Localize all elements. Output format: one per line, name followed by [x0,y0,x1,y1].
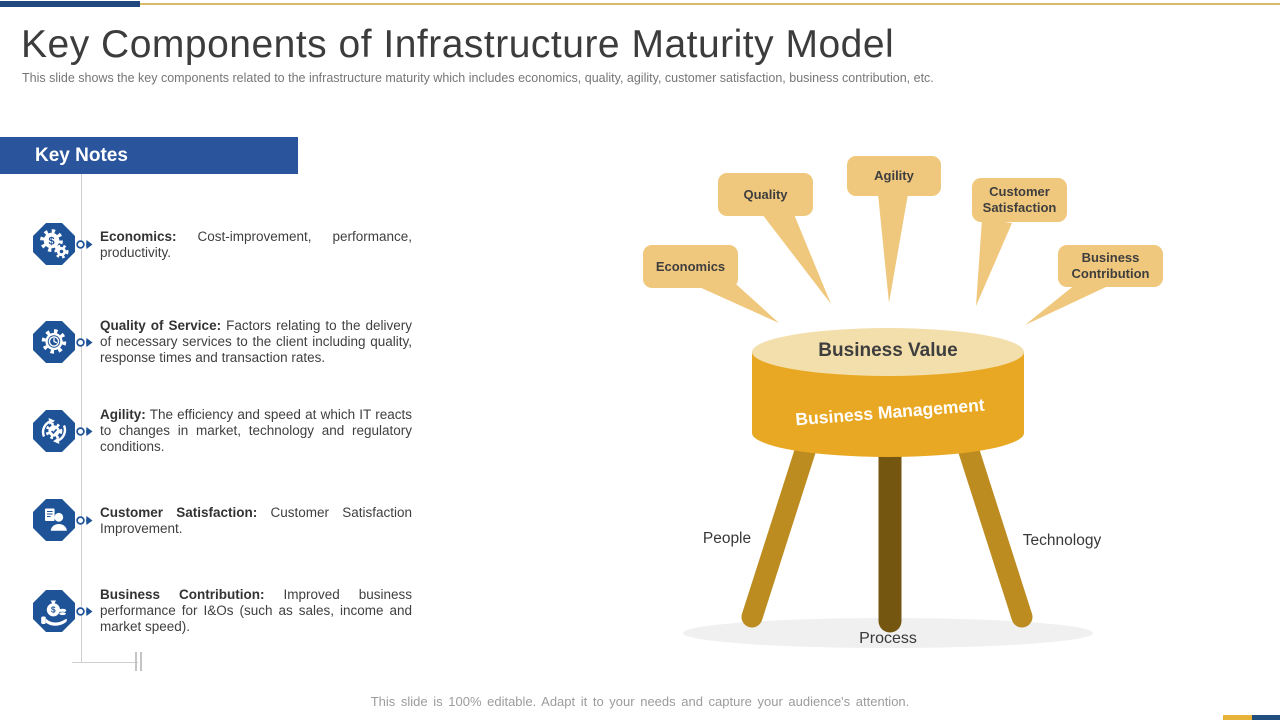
callout-economics: Economics [643,245,738,288]
connector-end-tick [140,652,142,671]
bullet-marker-icon [76,240,93,249]
callout-customer-satisfaction: Customer Satisfaction [972,178,1067,222]
callout-label: Customer Satisfaction [982,184,1057,215]
stool-leg-people [741,431,819,628]
key-note-text: Cost-improvement, performance, productiv… [100,229,412,260]
callout-tail-agility [878,194,908,303]
callout-label: Quality [743,186,788,202]
connector-horizontal-line [72,662,138,663]
callout-label: Agility [874,168,914,183]
top-navy-bar [0,1,140,7]
stool-cylinder-side [752,352,1024,457]
platform-top-label: Business Value [818,340,958,361]
svg-text:$: $ [48,236,54,248]
stool-cylinder-top [752,328,1024,376]
stool-diagram [683,194,1106,648]
key-note-label: Agility: [100,407,146,422]
connector-end-tick [135,652,137,671]
callout-label: Business Contribution [1071,250,1150,281]
key-note-item: Customer Satisfaction: Customer Satisfac… [100,505,412,537]
callout-business-contribution: Business Contribution [1058,245,1163,287]
gears-dollar-icon: $ [33,223,75,265]
key-note-label: Economics: [100,229,177,244]
leg-label-technology: Technology [1022,532,1102,549]
callout-agility: Agility [847,156,941,196]
bottom-gold-bar [1223,715,1252,720]
key-note-label: Customer Satisfaction: [100,505,258,520]
connector-vertical-line [81,174,82,663]
stool-shadow [683,618,1093,648]
key-note-item: Quality of Service: Factors relating to … [100,318,412,366]
key-note-text: Improved business performance for I&Os (… [100,587,412,634]
callout-tail-business-contribution [1025,284,1106,325]
page-title: Key Components of Infrastructure Maturit… [21,23,895,66]
top-gold-line [140,3,1280,5]
key-note-text: The efficiency and speed at which IT rea… [100,407,412,454]
gear-clock-icon [33,321,75,363]
callout-tail-quality [762,207,831,304]
key-notes-header: Key Notes [0,137,298,174]
page-subtitle: This slide shows the key components rela… [22,71,934,85]
key-note-label: Business Contribution: [100,587,265,602]
bullet-marker-icon [76,338,93,347]
key-note-item: Agility: The efficiency and speed at whi… [100,407,412,455]
callout-quality: Quality [718,173,813,216]
key-note-text: Factors relating to the delivery of nece… [100,318,412,365]
bottom-navy-bar [1252,715,1280,720]
leg-label-process: Process [859,630,917,647]
person-document-icon [33,499,75,541]
footer-note: This slide is 100% editable. Adapt it to… [370,694,910,709]
key-note-item: Economics: Cost-improvement, performance… [100,229,412,261]
key-note-text: Customer Satisfaction Improvement. [100,505,412,536]
svg-text:$: $ [51,605,56,615]
hand-money-icon: $ [33,590,75,632]
gear-sync-icon [33,410,75,452]
callout-label: Economics [655,258,726,274]
key-note-label: Quality of Service: [100,318,222,333]
leg-label-people: People [702,530,752,547]
bullet-marker-icon [76,427,93,436]
stool-leg-technology [955,431,1033,628]
callout-tail-customer-satisfaction [976,219,1012,306]
bullet-marker-icon [76,516,93,525]
bullet-marker-icon [76,607,93,616]
key-notes-header-label: Key Notes [35,145,128,166]
key-note-item: Business Contribution: Improved business… [100,587,412,635]
